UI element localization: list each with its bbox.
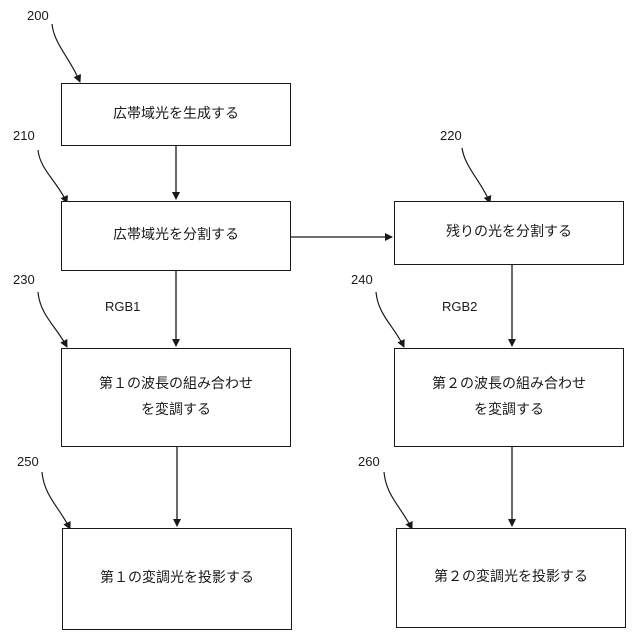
step-box-200: 広帯域光を生成する: [61, 83, 291, 146]
step-box-230: 第１の波長の組み合わせ を変調する: [61, 348, 291, 447]
step-text-250: 第１の変調光を投影する: [100, 566, 254, 592]
step-box-220: 残りの光を分割する: [394, 201, 624, 265]
edge-label-rgb1: RGB1: [105, 299, 140, 314]
leader-220: [462, 148, 490, 203]
edge-label-rgb2: RGB2: [442, 299, 477, 314]
step-box-250: 第１の変調光を投影する: [62, 528, 292, 630]
step-text-220: 残りの光を分割する: [446, 220, 572, 246]
step-text-200: 広帯域光を生成する: [113, 102, 239, 128]
step-box-260: 第２の変調光を投影する: [396, 528, 626, 628]
leader-200: [52, 24, 80, 82]
step-box-210: 広帯域光を分割する: [61, 201, 291, 271]
step-ref-220: 220: [440, 128, 462, 143]
leader-210: [38, 150, 67, 203]
leader-240: [376, 292, 404, 347]
step-ref-240: 240: [351, 272, 373, 287]
step-text-240: 第２の波長の組み合わせ を変調する: [432, 372, 586, 424]
step-ref-230: 230: [13, 272, 35, 287]
step-text-260: 第２の変調光を投影する: [434, 565, 588, 591]
step-ref-200: 200: [27, 8, 49, 23]
leader-250: [42, 472, 70, 529]
step-text-230: 第１の波長の組み合わせ を変調する: [99, 372, 253, 424]
leader-260: [384, 472, 412, 529]
leader-230: [38, 292, 67, 347]
step-box-240: 第２の波長の組み合わせ を変調する: [394, 348, 624, 447]
step-ref-210: 210: [13, 128, 35, 143]
step-ref-250: 250: [17, 454, 39, 469]
step-text-210: 広帯域光を分割する: [113, 223, 239, 249]
step-ref-260: 260: [358, 454, 380, 469]
